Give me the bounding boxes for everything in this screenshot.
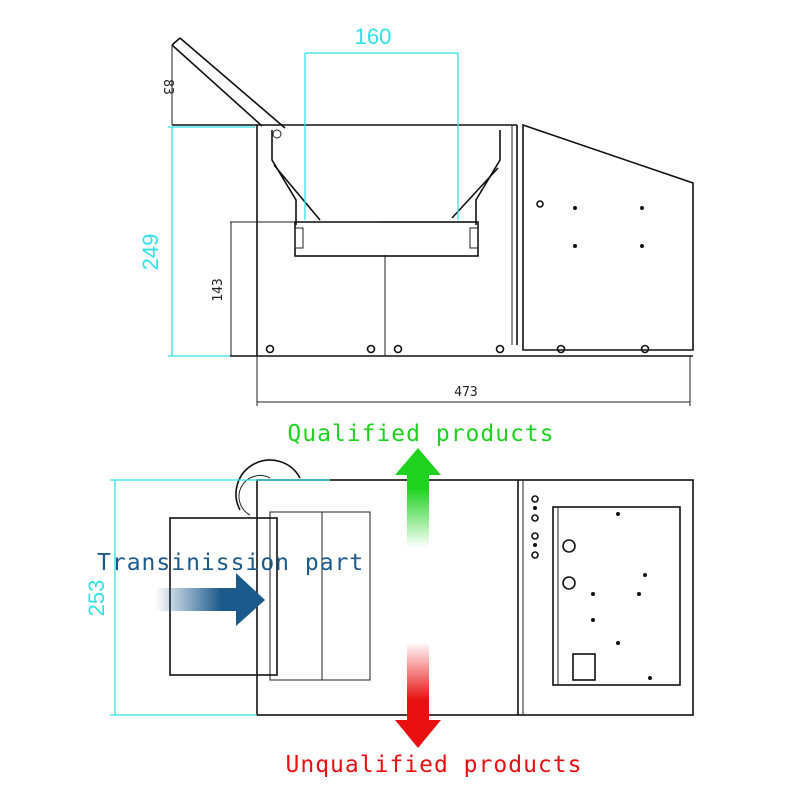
dimension-143-label: 143 — [211, 278, 226, 301]
dimension-83-label: 83 — [160, 79, 175, 95]
dimension-160: 160 — [304, 24, 459, 220]
dimension-253-label: 253 — [84, 580, 109, 617]
unqualified-arrow — [395, 642, 441, 748]
transmission-part-label: Transinission part — [97, 550, 364, 576]
conveyor-area — [269, 511, 371, 681]
dimension-253: 253 — [84, 479, 330, 716]
feed-arm — [171, 37, 286, 129]
dimension-473: 473 — [256, 356, 691, 406]
qualified-products-label: Qualified products — [287, 421, 554, 447]
transmission-arrow — [155, 573, 265, 626]
dimension-143: 143 — [211, 221, 380, 356]
foot-bolts — [265, 344, 650, 354]
control-cabinet-side — [522, 123, 694, 351]
hopper — [271, 129, 501, 257]
dimension-473-label: 473 — [454, 385, 477, 400]
dimension-249-label: 249 — [138, 234, 163, 271]
top-view: 253 — [84, 459, 694, 716]
control-panel — [531, 495, 681, 686]
qualified-arrow — [395, 448, 441, 548]
frame — [172, 124, 693, 357]
dimension-83: 83 — [160, 45, 175, 125]
dimension-249: 249 — [138, 126, 255, 357]
front-view: 160 83 249 143 473 — [138, 24, 694, 406]
dimension-160-label: 160 — [355, 24, 392, 49]
unqualified-products-label: Unqualified products — [286, 752, 583, 778]
